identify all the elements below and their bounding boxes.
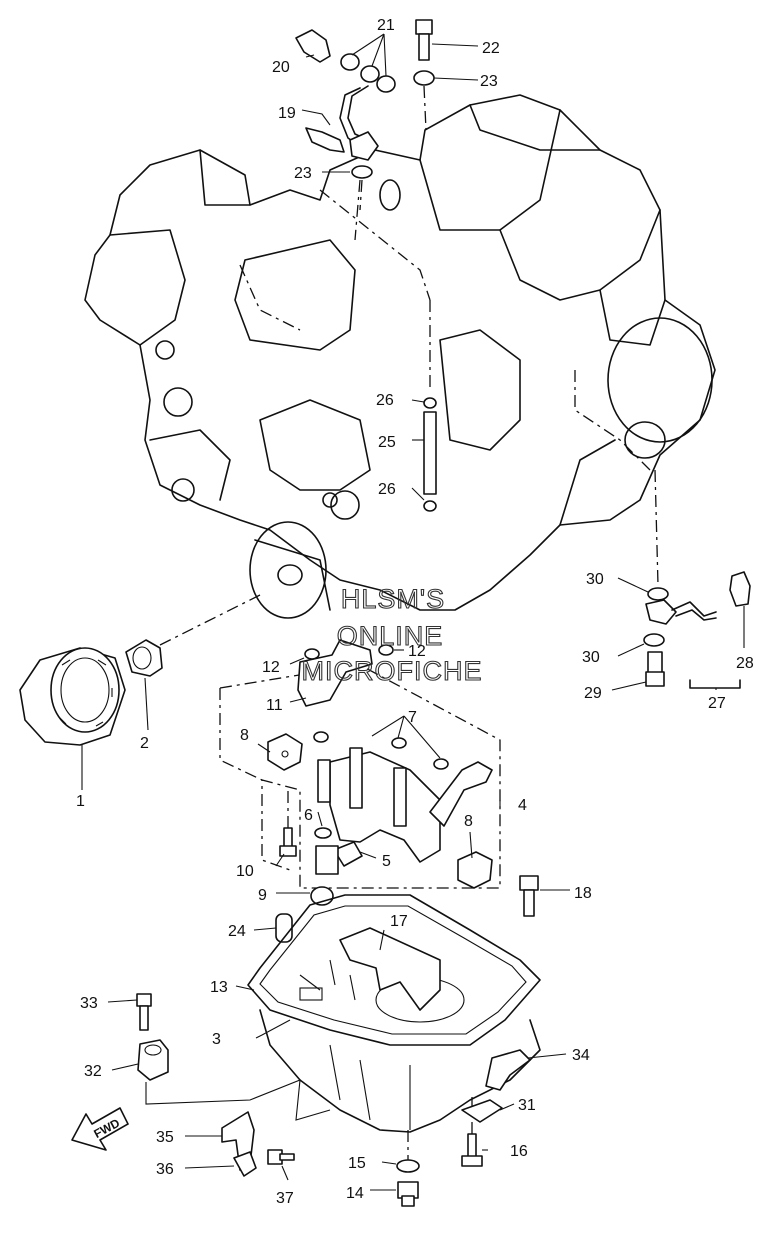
oil-pan	[259, 959, 541, 1133]
callout-20: 20	[272, 59, 290, 76]
watermark-line-3: MICROFICHE	[302, 656, 483, 686]
callout-3: 3	[212, 1031, 221, 1048]
callout-19: 19	[278, 105, 296, 122]
callout-26-top: 26	[376, 392, 394, 409]
callout-27: 27	[708, 695, 726, 712]
callout-8-left: 8	[240, 727, 249, 744]
bolt-37	[267, 1149, 295, 1165]
callout-24: 24	[228, 923, 246, 940]
callout-30-bottom: 30	[582, 649, 600, 666]
callout-8-right: 8	[464, 813, 473, 830]
bolt-16	[461, 1095, 483, 1167]
callout-6: 6	[304, 807, 313, 824]
callout-12-left: 12	[262, 659, 280, 676]
oil-filter-union	[125, 594, 261, 677]
collar-32	[137, 1039, 169, 1081]
callout-30-top: 30	[586, 571, 604, 588]
oil-delivery-pipe-assembly	[295, 19, 435, 211]
strainer-housing	[297, 639, 493, 875]
callout-2: 2	[140, 735, 149, 752]
callout-23-top: 23	[480, 73, 498, 90]
callout-22: 22	[482, 40, 500, 57]
callout-29: 29	[584, 685, 602, 702]
oil-pipe-25	[423, 397, 437, 512]
callout-21: 21	[377, 17, 395, 34]
drain-bolt	[396, 1130, 420, 1207]
callout-12-right: 12	[408, 643, 426, 660]
callout-37: 37	[276, 1190, 294, 1207]
damper-8-left	[267, 733, 303, 771]
clamp-34	[485, 1049, 531, 1091]
bolt-10	[279, 790, 297, 857]
callout-14: 14	[346, 1185, 364, 1202]
callout-16: 16	[510, 1143, 528, 1160]
bolt-18	[519, 875, 539, 917]
callout-1: 1	[76, 793, 85, 810]
callout-15: 15	[348, 1155, 366, 1172]
leader-lines	[81, 33, 745, 1191]
callout-10: 10	[236, 863, 254, 880]
callout-31: 31	[518, 1097, 536, 1114]
watermark: HLSM'S ONLINE MICROFICHE	[301, 583, 483, 686]
callout-17: 17	[390, 913, 408, 930]
callout-33: 33	[80, 995, 98, 1012]
callout-18: 18	[574, 885, 592, 902]
watermark-line-2: ONLINE	[337, 621, 444, 651]
engine-block	[84, 94, 716, 619]
fwd-arrow-icon	[71, 1107, 129, 1151]
watermark-line-1: HLSM'S	[341, 584, 445, 614]
clamp-36	[233, 1151, 257, 1177]
damper-8-right	[457, 851, 493, 889]
callout-36: 36	[156, 1161, 174, 1178]
bolt-33	[136, 993, 152, 1031]
plate-31	[461, 1099, 503, 1123]
callout-34: 34	[572, 1047, 590, 1064]
callout-26-bottom: 26	[378, 481, 396, 498]
callout-7: 7	[408, 709, 417, 726]
callout-25: 25	[378, 434, 396, 451]
oil-level-switch-assembly	[643, 469, 751, 689]
oil-pan-gasket	[247, 894, 541, 1046]
callout-13: 13	[210, 979, 228, 996]
callout-28: 28	[736, 655, 754, 672]
callout-35: 35	[156, 1129, 174, 1146]
strainer-assembly-frame	[219, 664, 501, 889]
callout-32: 32	[84, 1063, 102, 1080]
oil-filter	[19, 647, 126, 746]
callout-4: 4	[518, 797, 527, 814]
callout-5: 5	[382, 853, 391, 870]
callout-labels: 1 2 3 4 5 6 7 8 8 9 10 11 12 12 13 14 15…	[76, 17, 754, 1207]
callout-11: 11	[266, 697, 283, 714]
callout-23-mid: 23	[294, 165, 312, 182]
baffle-plate	[339, 927, 441, 1011]
callout-9: 9	[258, 887, 267, 904]
